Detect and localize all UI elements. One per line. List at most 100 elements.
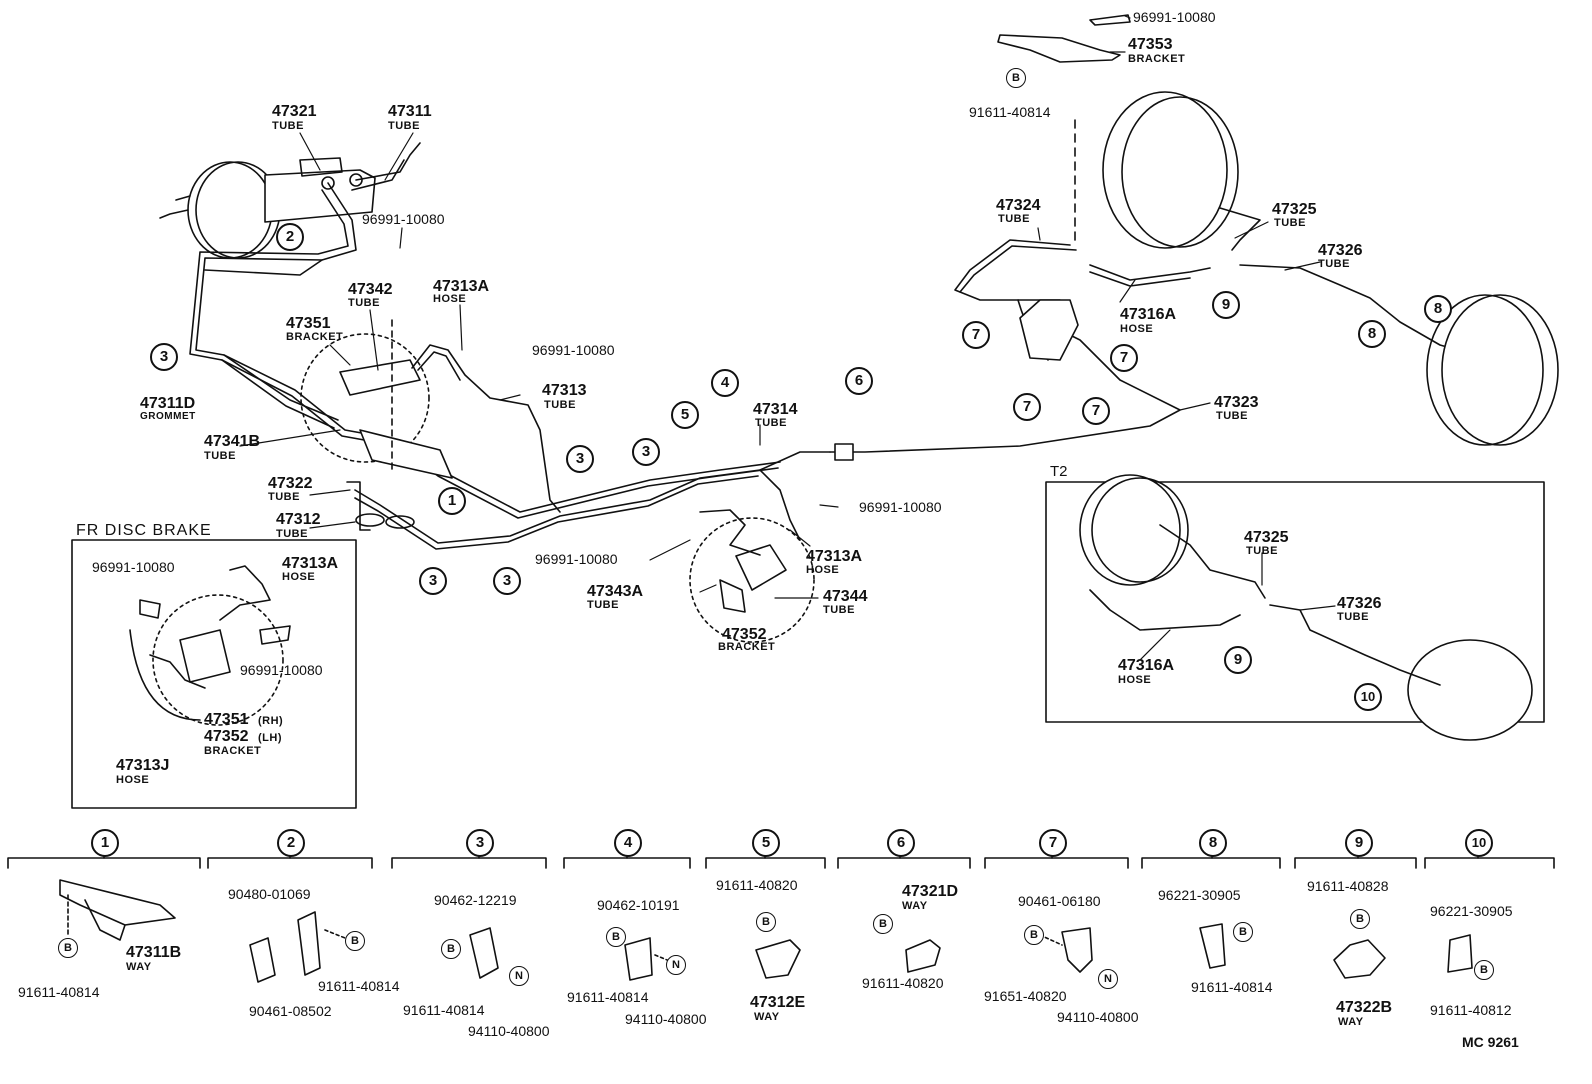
proportioning-valve-area	[300, 319, 453, 479]
fr-label-47351: 47351	[204, 711, 249, 728]
label-47353: 47353	[1128, 36, 1173, 53]
label-47323-type: TUBE	[1216, 410, 1248, 422]
callout-6: 6	[845, 367, 873, 395]
label-47351-type: BRACKET	[286, 331, 344, 343]
fr-label-rh: (RH)	[258, 715, 284, 727]
label-47341B: 47341B	[204, 433, 261, 450]
detail-callout-10: 10	[1465, 829, 1493, 857]
d7-nut-symbol: N	[1098, 969, 1118, 989]
label-47316A-type: HOSE	[1120, 323, 1154, 335]
center-bracket-area	[689, 469, 815, 643]
label-47322-type: TUBE	[268, 491, 300, 503]
detail-callout-9: 9	[1345, 829, 1373, 857]
label-47326: 47326	[1318, 242, 1363, 259]
label-96991-c: 96991-10080	[859, 499, 942, 515]
detail-callout-7: 7	[1039, 829, 1067, 857]
label-47323: 47323	[1214, 394, 1259, 411]
label-47314-type: TUBE	[755, 417, 787, 429]
fr-disc-parts	[129, 565, 291, 726]
detail-brackets	[7, 854, 1555, 869]
d7-label-90461: 90461-06180	[1018, 893, 1101, 909]
label-91611-top: 91611-40814	[969, 104, 1051, 120]
label-47313-type: TUBE	[544, 399, 576, 411]
label-47342-type: TUBE	[348, 297, 380, 309]
fr-label-47313J: 47313J	[116, 757, 170, 774]
d4-label-94110: 94110-40800	[625, 1011, 707, 1027]
d8-bolt-symbol: B	[1233, 922, 1253, 942]
detail-callout-2: 2	[277, 829, 305, 857]
t2-drum-left	[1079, 474, 1189, 586]
d6-label-47321D: 47321D	[902, 883, 959, 900]
label-47353-type: BRACKET	[1128, 53, 1186, 65]
callout-7-c: 7	[1082, 397, 1110, 425]
fr-label-47313J-type: HOSE	[116, 774, 150, 786]
d9-label-way: WAY	[1338, 1016, 1364, 1028]
label-96991-b: 96991-10080	[532, 342, 615, 358]
d2-label-91611: 91611-40814	[318, 978, 400, 994]
label-96991-e: 96991-10080	[1133, 9, 1216, 25]
label-47342: 47342	[348, 281, 393, 298]
callout-7-b: 7	[1013, 393, 1041, 421]
d5-label-47312E: 47312E	[750, 994, 806, 1011]
label-47322: 47322	[268, 475, 313, 492]
d6-label-way: WAY	[902, 900, 928, 912]
callout-7-a: 7	[1110, 344, 1138, 372]
d7-label-91651: 91651-40820	[984, 988, 1067, 1004]
d3-label-90462: 90462-12219	[434, 892, 517, 908]
d9-label-91611: 91611-40828	[1307, 878, 1389, 894]
d1-label-47311B: 47311B	[126, 944, 182, 961]
callout-10-t2: 10	[1354, 683, 1382, 711]
callout-7-left: 7	[962, 321, 990, 349]
bracket-47353	[997, 14, 1131, 63]
callout-2: 2	[276, 223, 304, 251]
rear-drum-right	[1426, 294, 1559, 446]
d10-bolt-symbol: B	[1474, 960, 1494, 980]
callout-5: 5	[671, 401, 699, 429]
label-47321: 47321	[272, 103, 317, 120]
d4-label-91611: 91611-40814	[567, 989, 649, 1005]
callout-8-a: 8	[1358, 320, 1386, 348]
d4-label-90462: 90462-10191	[597, 897, 680, 913]
hose-47313A-line	[411, 344, 561, 513]
label-96991-d: 96991-10080	[535, 551, 618, 567]
fr-disc-brake-title: FR DISC BRAKE	[76, 522, 212, 539]
t2-label-47326: 47326	[1337, 595, 1382, 612]
d1-bolt-symbol: B	[58, 938, 78, 958]
d2-bolt-symbol: B	[345, 931, 365, 951]
rear-axle-lines	[954, 119, 1501, 363]
d9-label-47322B: 47322B	[1336, 999, 1393, 1016]
d5-label-91611: 91611-40820	[716, 877, 798, 893]
t2-label-47316A: 47316A	[1118, 657, 1175, 674]
d10-label-96221: 96221-30905	[1430, 903, 1513, 919]
d4-bolt-symbol: B	[606, 927, 626, 947]
label-47316A: 47316A	[1120, 306, 1177, 323]
label-47324-type: TUBE	[998, 213, 1030, 225]
detail-callout-1: 1	[91, 829, 119, 857]
label-47324: 47324	[996, 197, 1041, 214]
t2-label-47325-type: TUBE	[1246, 545, 1278, 557]
label-96991-a: 96991-10080	[362, 211, 445, 227]
d10-label-91611: 91611-40812	[1430, 1002, 1512, 1018]
figure-code: MC 9261	[1462, 1034, 1519, 1050]
detail-parts	[59, 879, 1473, 983]
label-47325: 47325	[1272, 201, 1317, 218]
d6-label-91611: 91611-40820	[862, 975, 944, 991]
t2-label-47325: 47325	[1244, 529, 1289, 546]
label-47313A-b-type: HOSE	[806, 564, 840, 576]
callout-1: 1	[438, 487, 466, 515]
callout-3-left: 3	[150, 343, 178, 371]
label-47325-type: TUBE	[1274, 217, 1306, 229]
leader-lines	[239, 15, 1336, 661]
label-47343A-type: TUBE	[587, 599, 619, 611]
d3-bolt-symbol: B	[441, 939, 461, 959]
t2-lines	[1089, 524, 1441, 686]
detail-callout-8: 8	[1199, 829, 1227, 857]
label-47312-type: TUBE	[276, 528, 308, 540]
label-47343A: 47343A	[587, 583, 644, 600]
master-cylinder	[264, 157, 376, 223]
label-47352: 47352	[722, 626, 767, 643]
detail-callout-5: 5	[752, 829, 780, 857]
t2-drum-right	[1407, 639, 1533, 741]
label-47351: 47351	[286, 315, 331, 332]
